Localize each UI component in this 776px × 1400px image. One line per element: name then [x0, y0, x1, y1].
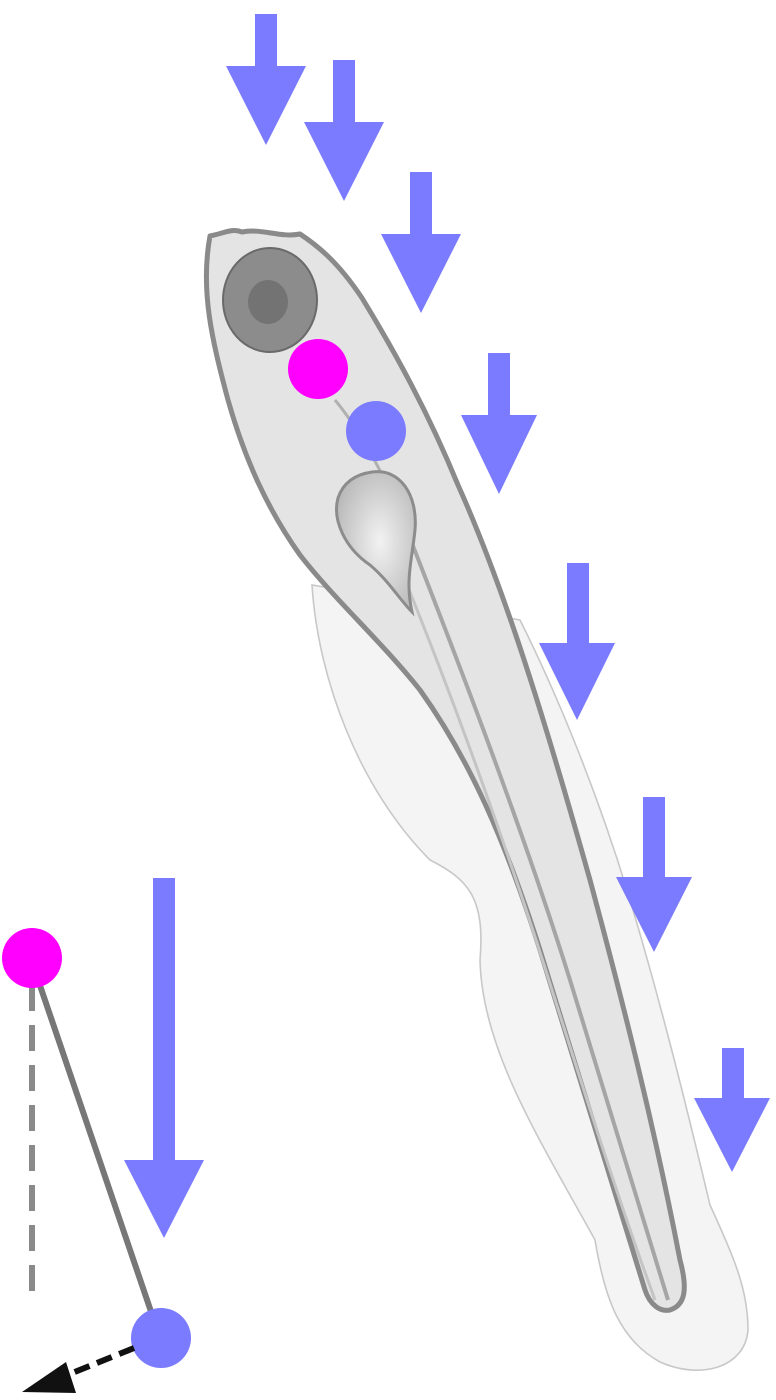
flow-arrow — [304, 60, 384, 201]
flow-arrow — [694, 1048, 770, 1172]
eye-inner — [248, 280, 288, 324]
pendulum-top-marker — [2, 928, 62, 988]
pendulum-rod — [32, 962, 160, 1338]
swimbladder-marker — [346, 401, 406, 461]
flow-arrow — [381, 172, 461, 313]
flow-arrow — [461, 353, 537, 494]
rotation-direction-arrowhead — [22, 1362, 76, 1393]
pendulum-bottom-marker — [131, 1308, 191, 1368]
pendulum-inset — [2, 878, 204, 1393]
inset-gravity-arrow — [124, 878, 204, 1238]
head-marker — [288, 339, 348, 399]
flow-arrow — [226, 14, 306, 145]
